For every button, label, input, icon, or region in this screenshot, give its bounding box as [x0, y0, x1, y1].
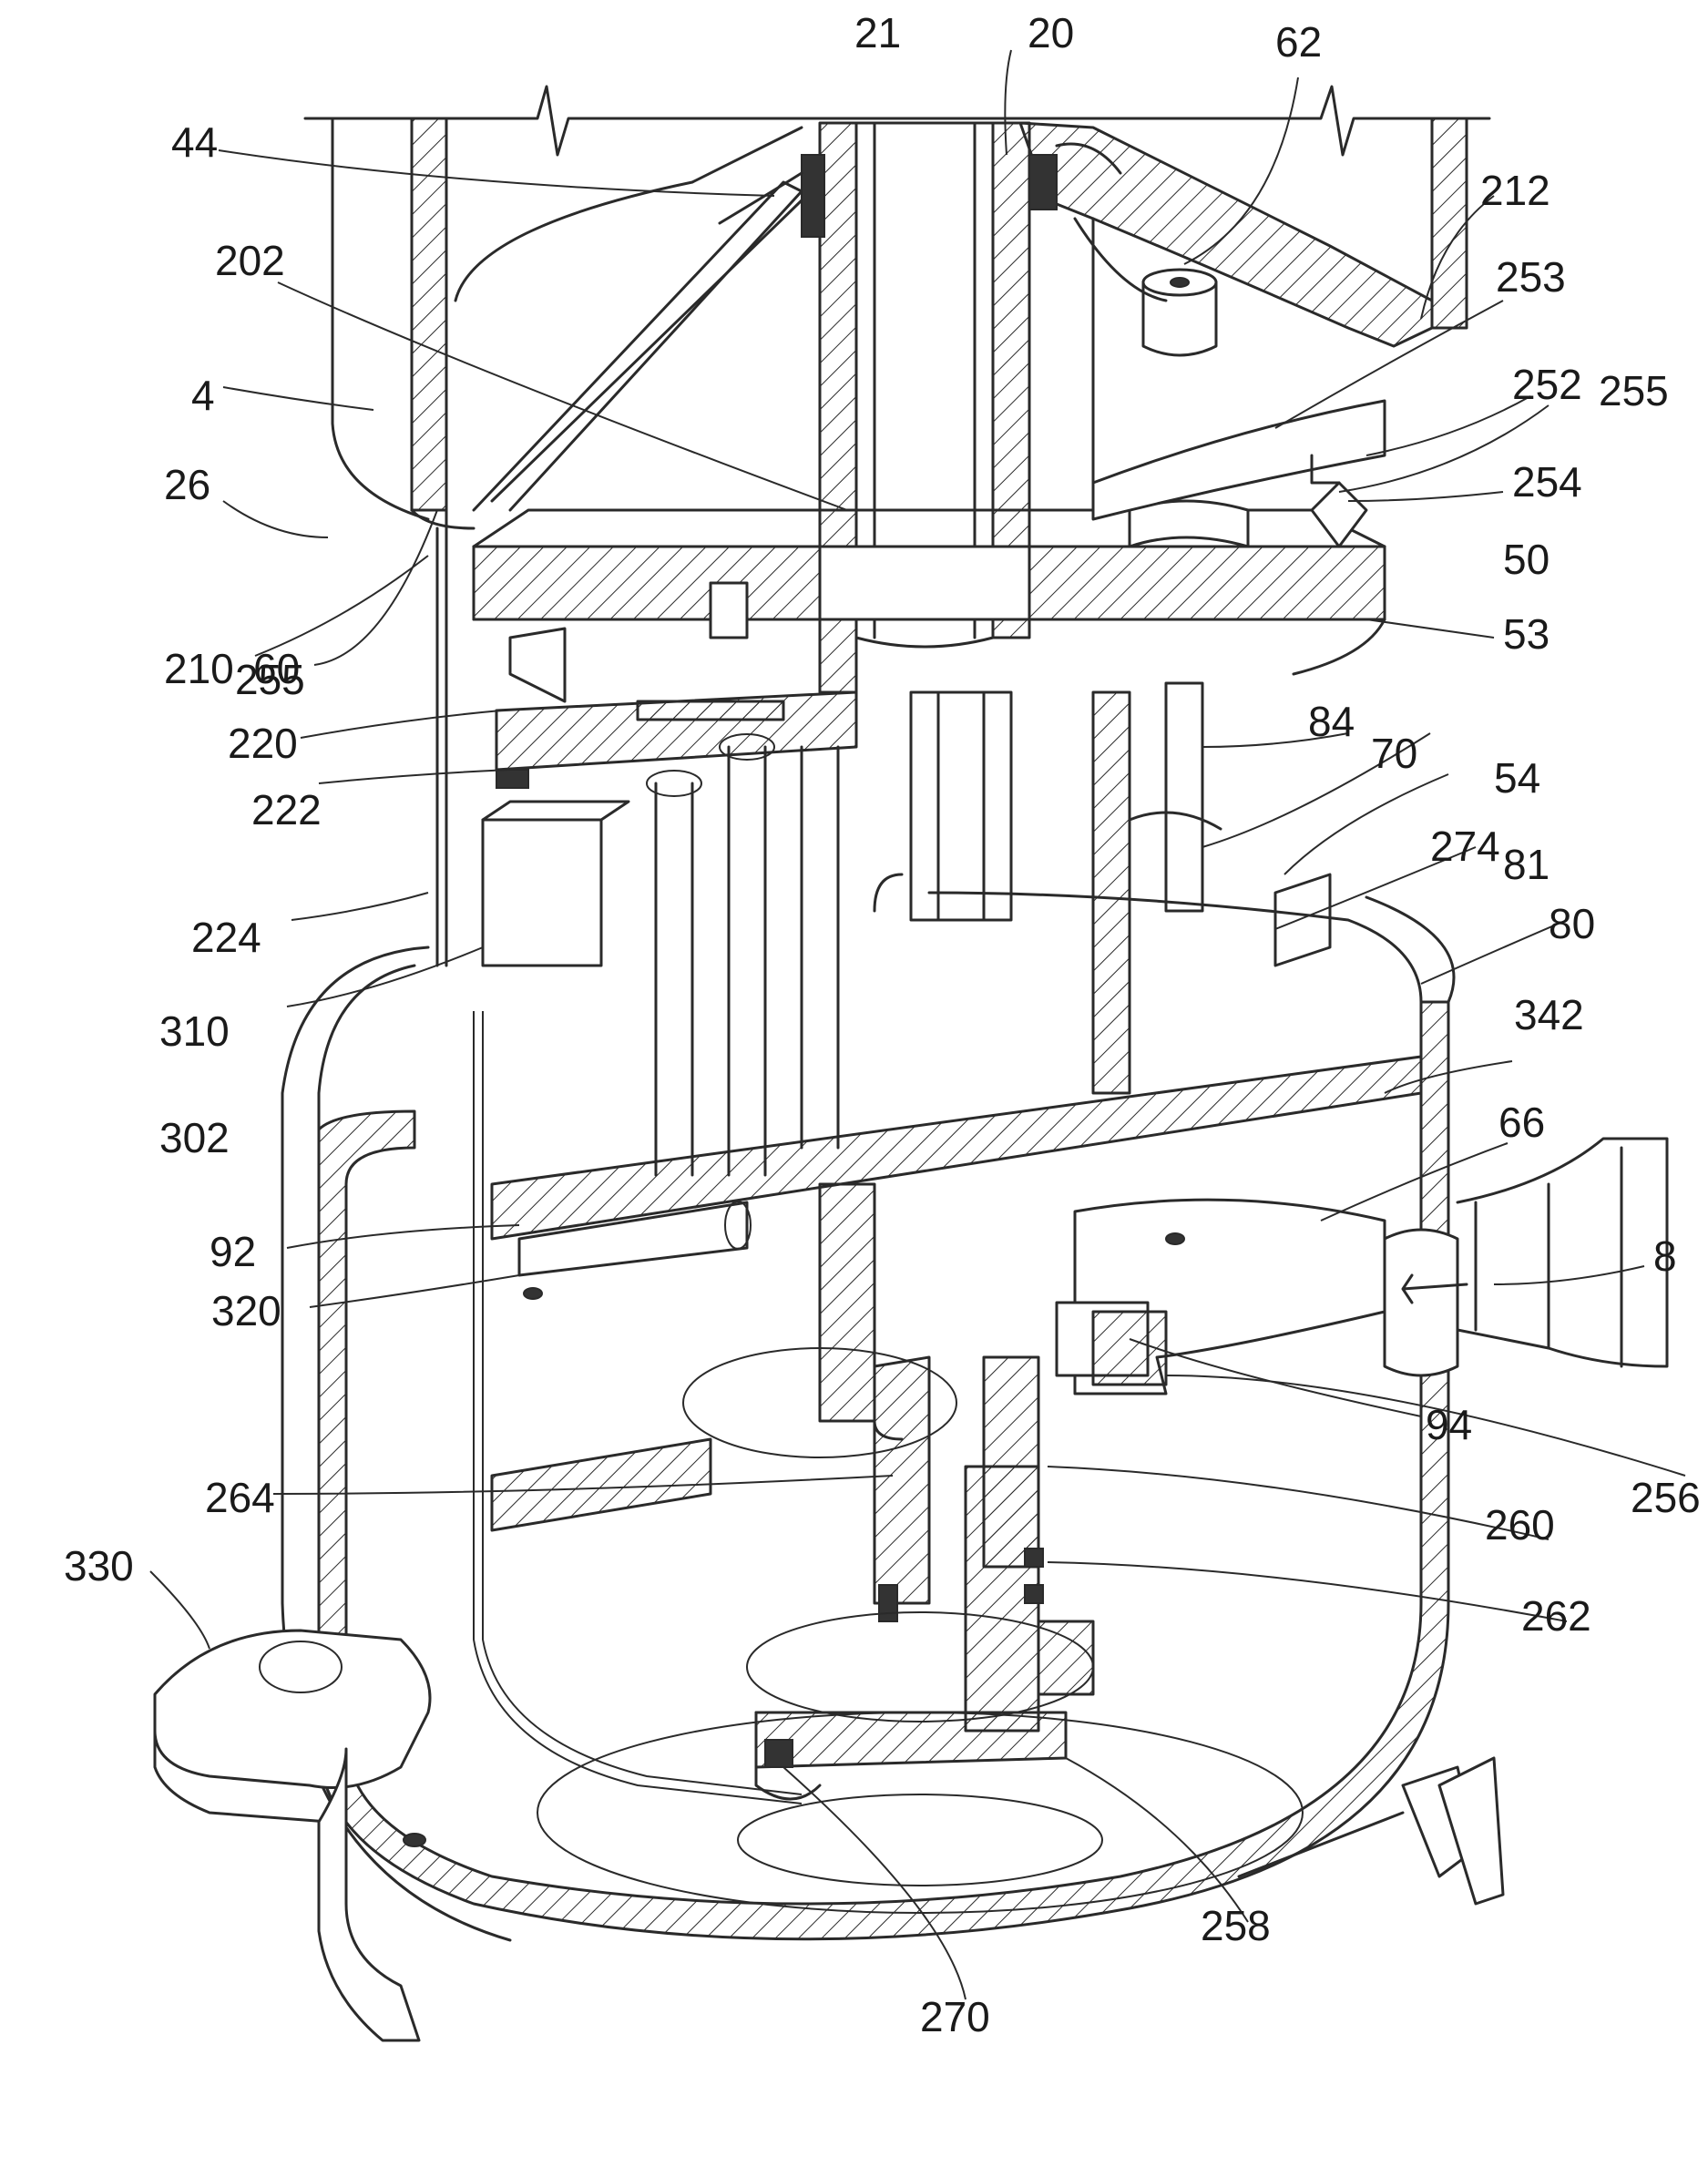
- label-81: 81: [1503, 841, 1549, 888]
- label-342: 342: [1514, 991, 1584, 1038]
- label-212: 212: [1480, 167, 1550, 214]
- label-253: 253: [1496, 253, 1566, 301]
- label-92: 92: [210, 1228, 256, 1275]
- label-220: 220: [228, 720, 298, 767]
- label-310: 310: [159, 1007, 230, 1055]
- label-274: 274: [1430, 823, 1500, 870]
- label-21: 21: [854, 9, 901, 56]
- label-80: 80: [1549, 900, 1595, 947]
- label-330: 330: [64, 1542, 134, 1590]
- label-94: 94: [1426, 1401, 1472, 1448]
- label-8: 8: [1653, 1232, 1677, 1280]
- label-26: 26: [164, 461, 210, 508]
- label-202: 202: [215, 237, 285, 284]
- label-254: 254: [1512, 458, 1582, 506]
- label-224: 224: [191, 914, 261, 961]
- label-222: 222: [251, 786, 322, 833]
- label-54: 54: [1494, 754, 1540, 802]
- label-256: 256: [1631, 1474, 1701, 1521]
- label-258: 258: [1201, 1902, 1271, 1949]
- label-70: 70: [1371, 730, 1417, 777]
- label-320: 320: [211, 1287, 281, 1334]
- label-270: 270: [920, 1993, 990, 2040]
- label-84: 84: [1308, 698, 1355, 745]
- label-50: 50: [1503, 536, 1549, 583]
- label-4: 4: [191, 372, 215, 419]
- label-255-lower: 255: [235, 656, 305, 703]
- label-44: 44: [171, 118, 218, 166]
- label-255-upper: 255: [1599, 367, 1669, 414]
- label-210: 210: [164, 645, 234, 692]
- label-262: 262: [1521, 1592, 1591, 1640]
- label-66: 66: [1498, 1099, 1545, 1146]
- label-62: 62: [1275, 18, 1322, 66]
- label-53: 53: [1503, 610, 1549, 658]
- label-260: 260: [1485, 1501, 1555, 1549]
- label-302: 302: [159, 1114, 230, 1161]
- label-264: 264: [205, 1474, 275, 1521]
- label-20: 20: [1028, 9, 1074, 56]
- label-252: 252: [1512, 361, 1582, 408]
